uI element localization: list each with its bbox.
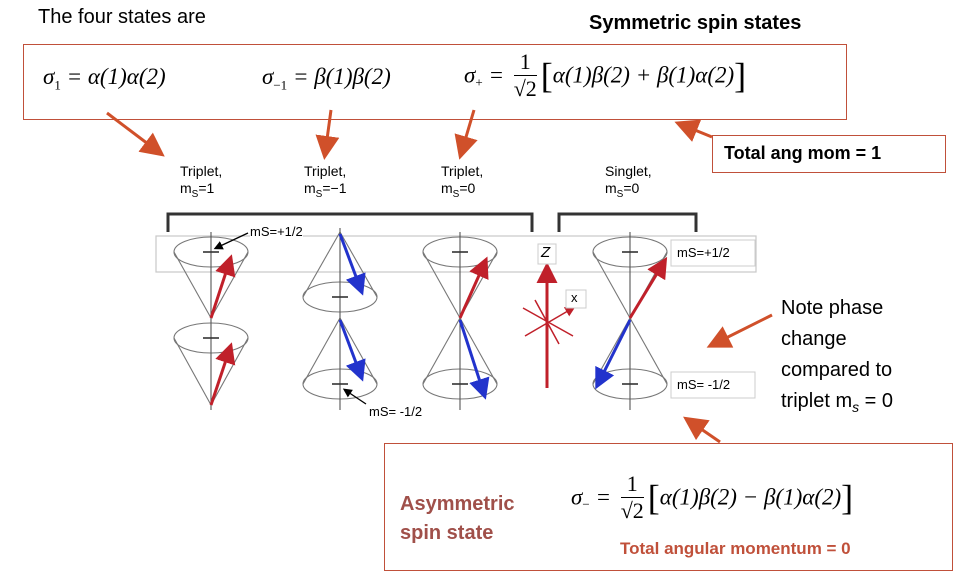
equation-sigma-1: σ1 = α(1)α(2) [43,64,166,93]
triplet-bracket [166,212,534,232]
callout-arrow-3 [454,109,478,160]
blue-vector-2b [338,319,366,382]
callout-arrow-5 [706,313,773,348]
equation-sigma-plus: σ+ = 1√2[α(1)β(2) + β(1)α(2)] [464,49,747,101]
equation-sigma-minus-1: σ−1 = β(1)β(2) [262,64,391,93]
spin-band [155,235,757,273]
state-label-triplet-minus-1: Triplet,mS=−1 [304,163,347,200]
callout-arrow-1 [106,111,165,157]
blue-vector-2a [338,233,366,296]
ms-minus-half-label-left: mS= -1/2 [369,404,423,419]
cone-triplet-1 [173,232,249,410]
ms-plus-half-box-right [670,239,756,267]
ms-plus-half-label-left: mS=+1/2 [250,224,303,239]
blue-vector-4 [595,319,632,390]
callout-arrow-2 [315,109,340,160]
x-axis-label: x [571,290,578,305]
label-pointer-plus-half [213,232,249,250]
symmetric-equations-box [23,44,847,120]
total-ang-mom-label: Total ang mom = 1 [724,143,882,163]
red-vector-4 [628,256,668,319]
callout-arrow-4 [674,119,713,142]
ms-plus-half-label-right: mS=+1/2 [677,245,730,260]
state-label-triplet-0: Triplet,mS=0 [441,163,484,200]
red-vector-1b [209,342,236,406]
singlet-bracket [557,212,698,232]
total-ang-mom-box [712,135,946,173]
phase-note: Note phase change compared to triplet ms… [781,297,894,415]
blue-vector-3 [458,319,490,400]
state-label-triplet-1: Triplet,mS=1 [180,163,223,200]
cone-triplet-0 [422,232,498,410]
axes-diagram [522,243,587,388]
total-angular-momentum-zero: Total angular momentum = 0 [620,539,851,558]
z-axis-label: Z [541,244,551,261]
equation-sigma-minus: σ− = 1√2[α(1)β(2) − β(1)α(2)] [571,471,854,523]
ms-minus-half-box-right [670,371,756,399]
ms-minus-half-label-right: mS= -1/2 [677,377,731,392]
cone-triplet-minus-1 [302,228,378,410]
state-label-singlet-0: Singlet,mS=0 [605,163,652,200]
red-vector-3 [458,256,489,319]
symmetric-title: Symmetric spin states [589,12,802,34]
red-vector-1a [209,254,236,319]
intro-text: The four states are [38,6,206,28]
asymmetric-box [384,443,953,571]
label-pointer-minus-half [342,388,367,405]
callout-arrow-6 [683,416,721,444]
